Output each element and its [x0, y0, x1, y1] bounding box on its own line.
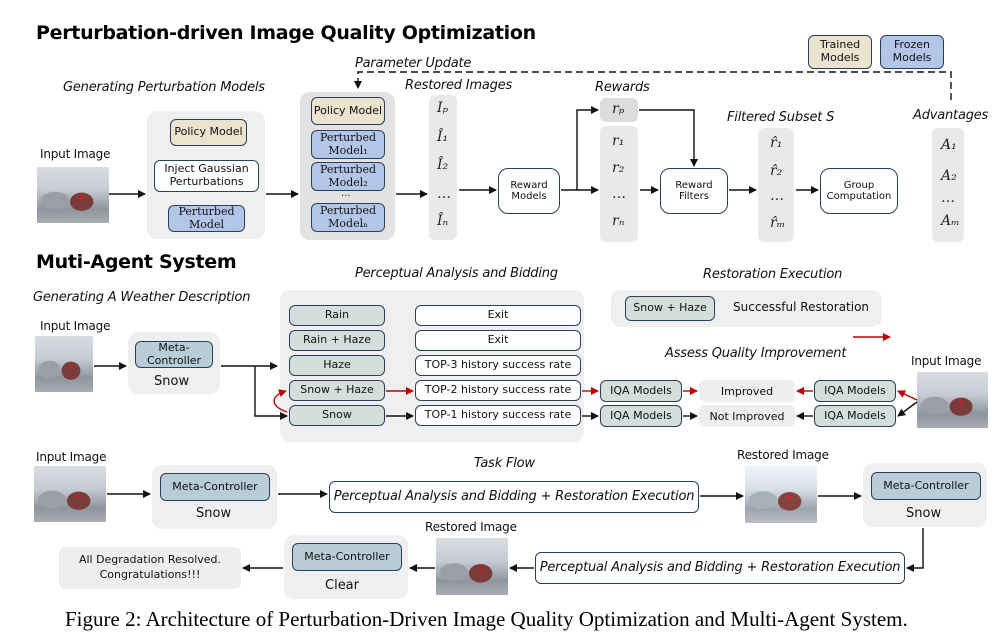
filtered-column [758, 128, 794, 242]
stack-perturbed-model-2: Perturbed Model₂ [311, 162, 385, 191]
restored-in: Îₙ [437, 213, 449, 229]
weather-label-snow: Snow [154, 374, 190, 389]
bid-haze: TOP-3 history success rate [415, 355, 581, 376]
stack-policy-model: Policy Model [311, 97, 385, 125]
red-arrow-img-to-iqa-1 [897, 390, 918, 401]
restored-image-label-2: Restored Image [425, 520, 517, 534]
iqa-models-right-2: IQA Models [814, 405, 896, 427]
legend-frozen-models: Frozen Models [880, 35, 944, 69]
stack-ellipsis: ··· [341, 191, 351, 202]
reward-rp: rₚ [612, 101, 625, 117]
input-image [37, 167, 109, 223]
agent-haze: Haze [289, 355, 385, 376]
filtered-rm: r̂ₘ [770, 215, 786, 231]
restoration-execution-title: Restoration Execution [703, 267, 843, 282]
reward-rn: rₙ [612, 213, 625, 229]
reward-r2: r₂ [612, 160, 625, 176]
figure-caption: Figure 2: Architecture of Perturbation-D… [65, 607, 908, 631]
legend-trained-models: Trained Models [808, 35, 872, 69]
restored-images-column [429, 95, 457, 240]
improved-label: Improved [699, 380, 795, 402]
bid-rain: Exit [415, 305, 581, 326]
parameter-update-label: Parameter Update [355, 56, 472, 71]
advantage-a1: A₁ [941, 137, 957, 153]
mas-input-image-label: Input Image [40, 319, 111, 333]
iqa-models-left-1: IQA Models [600, 380, 682, 402]
filtered-r1: r̂₁ [770, 135, 783, 151]
arrow-reward-to-rp [576, 106, 599, 190]
rewards-column [600, 126, 638, 242]
agent-rain: Rain [289, 305, 385, 326]
weather-description-title: Generating A Weather Description [33, 290, 251, 305]
rewards-title: Rewards [595, 80, 650, 95]
policy-model-box: Policy Model [170, 119, 247, 146]
section-title-multi-agent: Muti-Agent System [36, 251, 237, 273]
arrow-rp-to-filters [639, 109, 698, 167]
reward-r1: r₁ [612, 133, 625, 149]
mas-input-image [35, 336, 93, 392]
filtered-subset-title: Filtered Subset S [727, 110, 835, 125]
final-message: All Degradation Resolved. Congratulation… [59, 547, 241, 589]
mas-right-input-label: Input Image [911, 354, 982, 368]
restored-image-1 [745, 466, 817, 523]
not-improved-label: Not Improved [699, 405, 795, 427]
advantage-a2: A₂ [941, 168, 957, 184]
filtered-r2: r̂₂ [770, 163, 783, 179]
flow-weather-2: Snow [906, 506, 942, 521]
restored-dots: … [437, 186, 451, 202]
section-title-perturbation: Perturbation-driven Image Quality Optimi… [36, 22, 536, 44]
restored-images-title: Restored Images [405, 78, 513, 93]
reward-models-box: Reward Models [498, 168, 560, 214]
assess-quality-title: Assess Quality Improvement [665, 346, 847, 361]
perturbed-model-box: Perturbed Model [168, 205, 245, 232]
advantages-title: Advantages [913, 108, 989, 123]
input-image-label: Input Image [40, 147, 111, 161]
inject-gaussian-box: Inject Gaussian Perturbations [154, 160, 259, 192]
advantage-am: Aₘ [941, 213, 960, 229]
bid-snow: TOP-1 history success rate [415, 405, 581, 426]
bid-snow-haze: TOP-2 history success rate [415, 380, 581, 401]
successful-restoration-label: Successful Restoration [733, 300, 870, 314]
stack-perturbed-model-n: Perturbed Modelₙ [311, 203, 385, 232]
flow-weather-1: Snow [196, 506, 232, 521]
flow-input-image [34, 466, 106, 522]
arrow-img-to-iqa-2 [897, 401, 918, 417]
exec-agent-box: Snow + Haze [625, 296, 715, 321]
flow-meta-controller-3: Meta-Controller [292, 543, 402, 571]
flow-meta-controller-1: Meta-Controller [160, 473, 270, 501]
flow-weather-3: Clear [325, 578, 359, 593]
bid-rain-haze: Exit [415, 330, 581, 351]
flow-meta-controller-2: Meta-Controller [871, 472, 981, 500]
restored-image-label-1: Restored Image [737, 448, 829, 462]
stack-perturbed-model-1: Perturbed Model₁ [311, 130, 385, 159]
perceptual-analysis-title: Perceptual Analysis and Bidding [355, 266, 558, 281]
reward-filters-box: Reward Filters [660, 168, 728, 214]
iqa-models-left-2: IQA Models [600, 405, 682, 427]
flow-step-text-2: Perceptual Analysis and Bidding + Restor… [539, 559, 901, 575]
reward-dots: … [612, 186, 626, 202]
mas-right-input-image [917, 372, 988, 428]
flow-step-text-1: Perceptual Analysis and Bidding + Restor… [333, 488, 695, 504]
generating-perturbation-title: Generating Perturbation Models [63, 80, 265, 95]
agent-snow: Snow [289, 405, 385, 426]
filtered-dots: … [770, 188, 784, 204]
rp-cell [600, 98, 638, 122]
flow-step-box-1: Perceptual Analysis and Bidding + Restor… [329, 481, 699, 513]
advantages-column [932, 128, 964, 242]
iqa-models-right-1: IQA Models [814, 380, 896, 402]
restored-i2: Î₂ [437, 157, 449, 173]
flow-input-label: Input Image [36, 450, 107, 464]
group-computation-box: Group Computation [820, 168, 898, 214]
restored-image-2 [436, 538, 508, 595]
flow-step-box-2: Perceptual Analysis and Bidding + Restor… [535, 552, 905, 584]
arrow-meta2-to-step2 [906, 528, 924, 572]
agent-snow-haze: Snow + Haze [289, 380, 385, 401]
meta-controller-box: Meta-Controller [135, 341, 213, 368]
task-flow-title: Task Flow [474, 456, 535, 471]
restored-i1: Î₁ [437, 129, 449, 145]
restored-ip: Iₚ [437, 100, 449, 116]
advantage-dots: … [941, 190, 955, 206]
agent-rain-haze: Rain + Haze [289, 330, 385, 351]
